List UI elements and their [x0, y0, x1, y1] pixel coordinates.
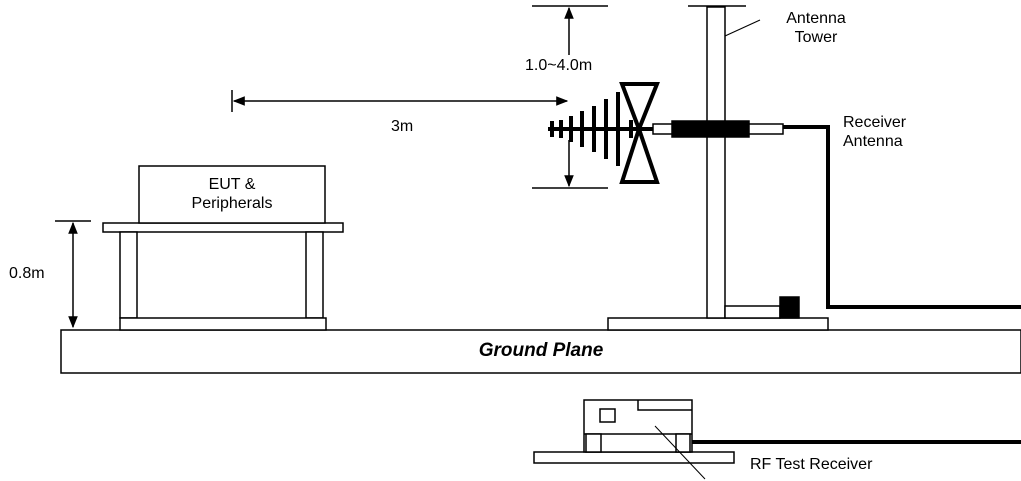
distance-label: 3m — [391, 118, 414, 135]
tower-motor — [724, 296, 800, 319]
antenna-boom — [652, 120, 784, 138]
receiver-antenna-label: Receiver Antenna — [843, 113, 906, 151]
rf-test-receiver — [533, 399, 735, 464]
receiver-label-leader — [654, 425, 706, 480]
log-periodic-antenna — [548, 82, 660, 184]
height-range-arrow — [532, 5, 608, 189]
eut-table — [102, 222, 344, 331]
eut-label-line2: Peripherals — [191, 195, 273, 212]
distance-arrow — [231, 90, 569, 112]
table-height-label: 0.8m — [9, 265, 45, 282]
table-height-arrow — [55, 220, 91, 329]
antenna-tower-label: Antenna Tower — [781, 9, 851, 47]
eut-label: EUT & Peripherals — [139, 175, 325, 213]
tower-base — [607, 317, 829, 331]
height-range-label: 1.0~4.0m — [525, 57, 593, 74]
antenna-cable — [783, 125, 1021, 309]
ground-plane-label: Ground Plane — [478, 340, 604, 361]
tower-label-leader — [724, 19, 761, 37]
antenna-tower — [688, 5, 746, 319]
rf-test-receiver-label: RF Test Receiver — [750, 456, 873, 473]
eut-box — [138, 165, 326, 224]
receiver-antenna-label-line1: Receiver — [843, 114, 907, 131]
ground-plane — [60, 329, 1021, 374]
antenna-tower-label-line2: Tower — [794, 29, 838, 46]
receiver-antenna-label-line2: Antenna — [843, 133, 903, 150]
antenna-tower-label-line1: Antenna — [786, 10, 846, 27]
eut-label-line1: EUT & — [208, 176, 256, 193]
